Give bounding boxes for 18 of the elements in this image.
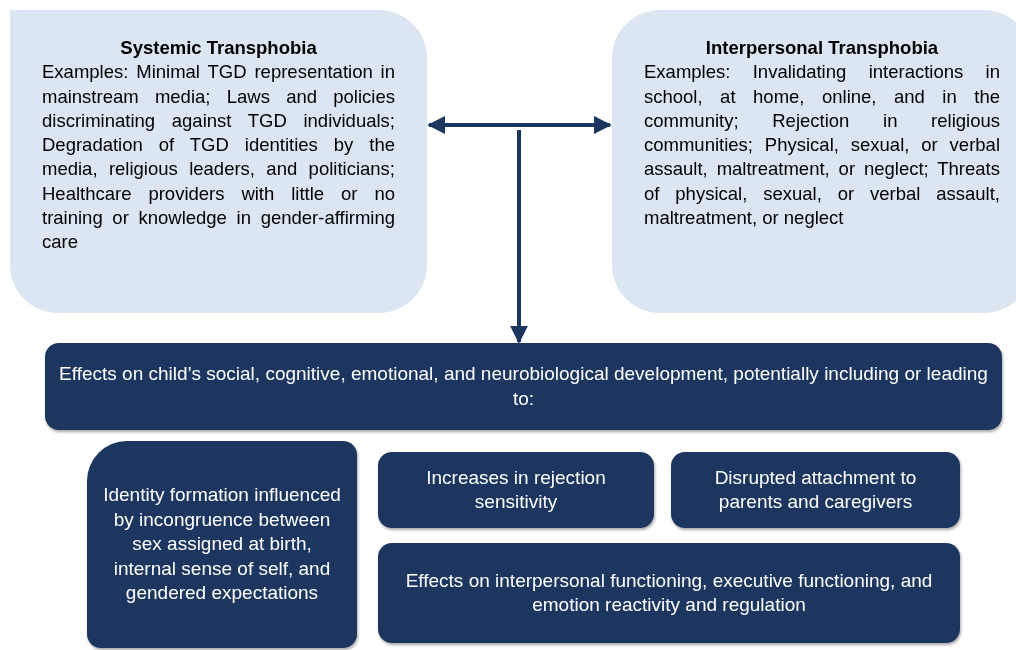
outcome-box	[45, 343, 1002, 430]
outcome-box	[378, 452, 654, 528]
category-box	[10, 10, 427, 313]
arrow	[510, 130, 528, 344]
arrow	[427, 116, 612, 134]
box-text: Disrupted attachment to parents and caregivers	[713, 465, 918, 514]
box-text: Effects on interpersonal functioning, executive functioning, and emotion reactivity and regulation	[404, 568, 934, 617]
box-text: Identity formation influenced by incongruence between sex assigned at birth, internal sense of self, and gendered expectations	[102, 483, 342, 606]
outcome-box	[378, 543, 960, 643]
box-text: Effects on child’s social, cognitive, emotional, and neurobiological development, potentially including or leading to:	[59, 362, 988, 411]
outcome-box	[87, 441, 357, 648]
outcome-box	[671, 452, 960, 528]
box-heading: Systemic Transphobia	[119, 36, 318, 60]
box-text: Increases in rejection sensitivity	[425, 465, 607, 514]
box-heading: Interpersonal Transphobia	[704, 36, 940, 60]
box-text: Examples: Minimal TGD representation in mainstream media; Laws and policies discriminating against TGD individuals; Degradation of TGD identities by the media, religious leaders, and politicians; Healthcare providers with little or no training or knowledge in gender-affirming care	[42, 60, 395, 255]
category-box	[612, 10, 1016, 313]
box-text: Examples: Invalidating interactions in school, at home, online, and in the community; Rejection in religious communities; Physical, sexual, or verbal assault, maltreatment, or neglect; Threats of physical, sexual, or verbal assault, maltreatment, or neglect	[644, 60, 1000, 231]
